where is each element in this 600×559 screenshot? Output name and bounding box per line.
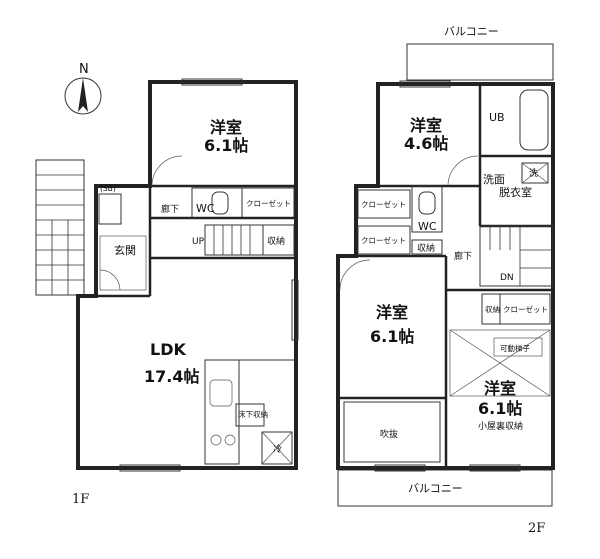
bedroom-c-name: 洋室 <box>484 379 516 398</box>
bedroom-b-size: 6.1帖 <box>370 327 414 346</box>
bedroom-c-size: 6.1帖 <box>478 399 522 418</box>
wc-1f-label: WC <box>196 202 215 215</box>
ldk-name: LDK <box>150 340 186 359</box>
stove-burner-icon <box>210 434 222 446</box>
closet-2f-1-label: クローゼット <box>361 199 406 209</box>
kitchen-counter <box>204 359 240 465</box>
compass: N <box>64 62 102 115</box>
wc-2f-label: WC <box>418 220 437 233</box>
toilet-2f-icon <box>418 191 436 215</box>
void-label: 吹抜 <box>380 428 398 440</box>
stairs-down-label: DN <box>500 273 514 283</box>
ladder-label: 可動梯子 <box>500 343 530 353</box>
closet-2f-2-label: クローゼット <box>361 235 406 245</box>
ldk-size: 17.4帖 <box>144 367 199 386</box>
bedroom-b-name: 洋室 <box>376 303 408 322</box>
washroom-label-1: 洗面 <box>483 173 505 186</box>
balcony-bottom-label: バルコニー <box>408 482 463 495</box>
void-area <box>343 401 441 463</box>
storage-1f-label: 収納 <box>267 235 285 247</box>
sink-icon <box>209 379 233 407</box>
floor-storage-box <box>235 403 265 427</box>
washroom-label-2: 脱衣室 <box>499 185 532 199</box>
storage-2f-1-label: 収納 <box>417 242 435 254</box>
floor-1: 洋室 6.1帖 LDK 17.4帖 廊下 玄関 WC クローゼット 収納 UP … <box>35 78 299 507</box>
hall-2f-label: 廊下 <box>454 250 472 262</box>
attic-storage-label: 小屋裏収納 <box>478 420 523 432</box>
floor-1-level-label: 1F <box>72 492 89 507</box>
bedroom-1f-size: 6.1帖 <box>204 136 248 155</box>
hall-1f-label: 廊下 <box>161 203 179 215</box>
entrance-label: 玄関 <box>114 243 136 257</box>
fridge-box <box>261 431 293 465</box>
unit-bath-label: UB <box>489 111 505 124</box>
storage-2f-2-label: 収納 <box>485 304 500 314</box>
floor-storage-label: 床下収納 <box>238 409 268 419</box>
shoe-box-label: (SB) <box>100 184 116 193</box>
fridge-label: 冷 <box>273 443 282 455</box>
balcony-top-label: バルコニー <box>444 25 499 38</box>
attic-storage-area <box>449 329 551 397</box>
floor-2-level-label: 2F <box>528 521 545 536</box>
compass-needle-icon <box>78 78 88 112</box>
washing-machine-box <box>521 162 549 184</box>
bathtub-icon <box>519 89 549 151</box>
exterior-stairs <box>35 159 85 296</box>
washing-machine-label: 洗 <box>529 167 538 179</box>
compass-north-label: N <box>79 62 89 77</box>
bedroom-a-name: 洋室 <box>410 116 442 135</box>
stairs-up-label: UP <box>192 237 205 247</box>
closet-2f-3-label: クローゼット <box>503 304 548 314</box>
toilet-icon <box>211 191 229 215</box>
floor-2: バルコニー バルコニー 洋室 4.6帖 洋室 6.1帖 洋室 6.1帖 小屋裏収… <box>336 25 555 536</box>
bedroom-a-size: 4.6帖 <box>404 134 448 153</box>
bedroom-1f-name: 洋室 <box>210 118 242 137</box>
stove-burner-icon <box>224 434 236 446</box>
balcony-top <box>406 43 554 81</box>
closet-1f-label: クローゼット <box>246 198 291 208</box>
